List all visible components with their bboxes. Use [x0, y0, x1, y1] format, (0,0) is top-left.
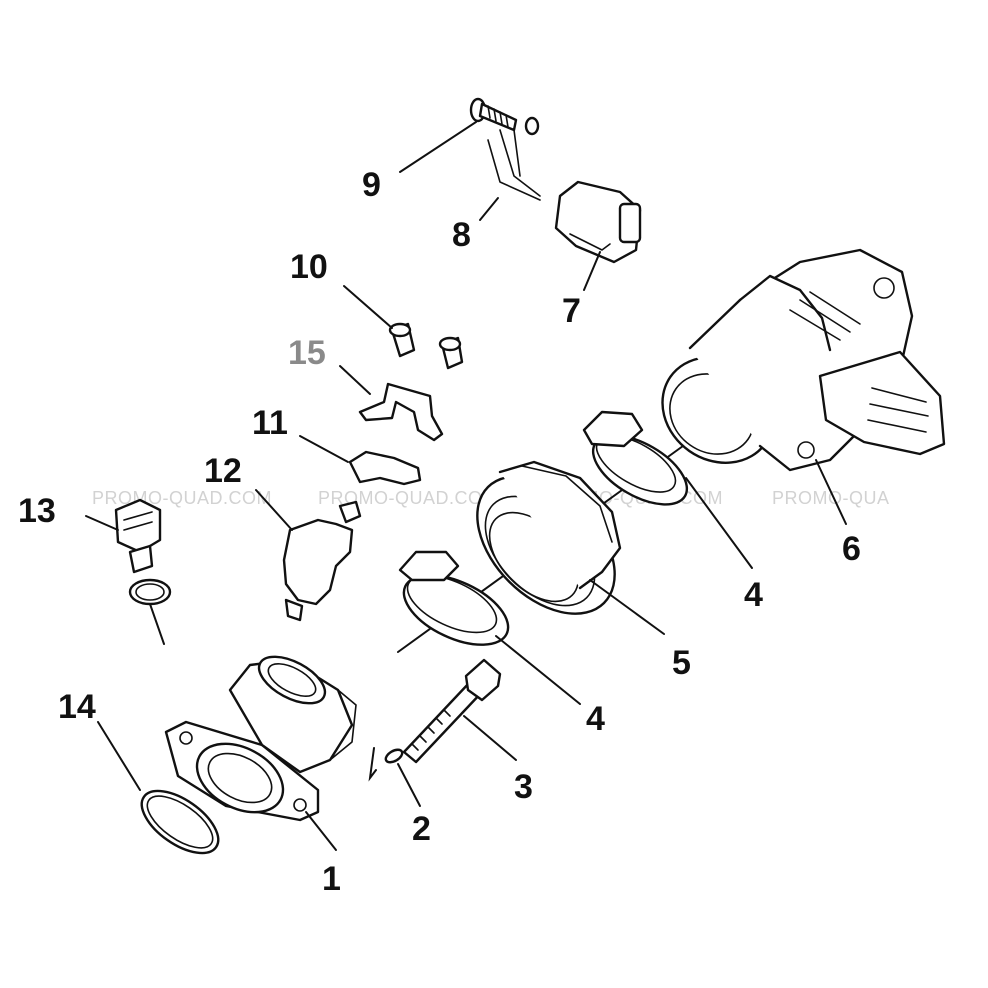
part-4-hose-clamp-upper	[582, 410, 689, 506]
part-5-intake-boot	[476, 460, 622, 615]
callout-11: 11	[252, 404, 288, 442]
leader-13	[85, 515, 119, 531]
part-4-hose-clamp-lower	[398, 550, 510, 646]
callout-1: 1	[322, 860, 341, 898]
leader-lines	[85, 121, 847, 851]
callout-5: 5	[672, 644, 691, 682]
leader-2	[397, 763, 421, 807]
part-14-o-ring	[140, 789, 220, 855]
leader-7	[583, 251, 601, 291]
callout-6: 6	[842, 530, 861, 568]
leader-8	[479, 197, 499, 221]
callout-13: 13	[18, 492, 56, 530]
callout-4-upper: 4	[744, 576, 763, 614]
callout-8: 8	[452, 216, 471, 254]
callout-14: 14	[58, 688, 96, 726]
part-9-screw	[469, 97, 540, 136]
watermark-text: PROMO-QUAD.COM	[318, 488, 498, 508]
callout-7: 7	[562, 292, 581, 330]
leader-10	[343, 285, 393, 329]
leader-1	[305, 811, 337, 851]
leader-4b	[685, 477, 753, 569]
leader-11	[299, 435, 349, 463]
watermark-text: PROMO-QUA	[772, 488, 890, 508]
part-2-washer	[384, 748, 404, 764]
callout-15: 15	[288, 334, 326, 372]
leader-5	[589, 579, 665, 635]
callout-10: 10	[290, 248, 328, 286]
leader-15	[339, 365, 371, 395]
callout-4-lower: 4	[586, 700, 605, 738]
watermark-text: PROMO-QUAD.COM	[92, 488, 272, 508]
part-6-throttle-body	[661, 248, 946, 472]
part-3-bolt	[402, 658, 502, 764]
part-15-bracket	[358, 382, 444, 442]
part-13-temperature-sensor	[114, 498, 172, 645]
leader-4a	[495, 635, 581, 705]
leader-14	[97, 721, 141, 791]
part-8-bracket	[487, 129, 541, 201]
callout-labels: 1 2 3 4 4 5 6 7 8 9 10 11 12 13 14 15	[18, 166, 861, 898]
part-11-fuel-elbow	[348, 450, 422, 486]
callout-9: 9	[362, 166, 381, 204]
callout-12: 12	[204, 452, 242, 490]
part-1-intake-manifold	[164, 655, 357, 822]
leader-12	[255, 489, 293, 531]
part-7-throttle-position-sensor	[554, 180, 642, 264]
callout-2: 2	[412, 810, 431, 848]
callout-3: 3	[514, 768, 533, 806]
leader-9	[399, 121, 477, 173]
part-12-fuel-injector	[282, 500, 362, 622]
part-10-screws	[388, 322, 464, 370]
leader-3	[463, 715, 517, 761]
leader-6	[815, 459, 847, 525]
